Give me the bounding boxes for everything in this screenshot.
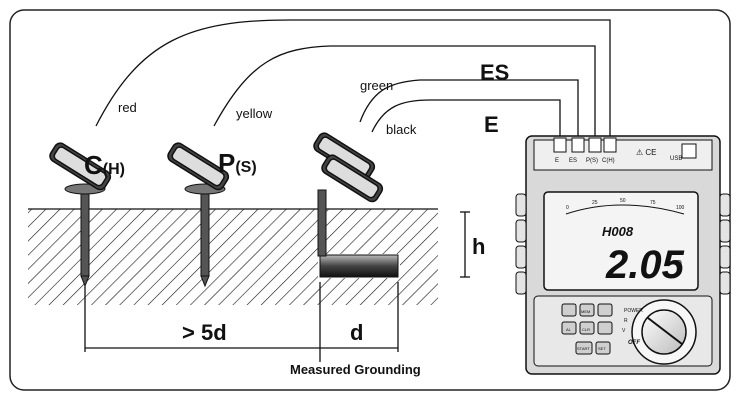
- clr-button-label: CLR: [582, 327, 590, 332]
- analog-scale-arc: [565, 204, 685, 215]
- jack-label-ch: C(H): [602, 158, 615, 164]
- dimension-d: d: [350, 320, 363, 345]
- wire-label-yellow: yellow: [236, 106, 273, 121]
- set-button[interactable]: [595, 341, 611, 355]
- probe-label-p: P(S): [218, 148, 257, 178]
- al-button-label: AL: [566, 327, 572, 332]
- warning-ce-mark: ⚠ CE: [636, 148, 657, 157]
- dimension-h: h: [472, 234, 485, 259]
- wire-label-red: red: [118, 100, 137, 115]
- set-button-label: SET: [598, 346, 606, 351]
- probe-label-c: C(H): [84, 150, 125, 180]
- alligator-clips: [49, 132, 384, 203]
- usb-label: USB: [670, 156, 682, 162]
- scale-tick-25: 25: [592, 200, 598, 206]
- jack-label-e: E: [555, 158, 559, 164]
- clr-button[interactable]: [579, 321, 595, 335]
- lcd-display: [543, 191, 699, 291]
- light-button[interactable]: [561, 303, 577, 317]
- earth-tester-meter: E ES P(S) C(H) ⚠ CE USB 0 25 50 75 100 H…: [515, 135, 731, 375]
- wire-label-green: green: [360, 78, 393, 93]
- display-mode: H008: [602, 224, 634, 239]
- dimension-lines: [84, 211, 470, 362]
- display-unit: Ω: [676, 259, 682, 268]
- test-leads: [95, 19, 611, 138]
- scale-tick-0: 0: [566, 205, 569, 211]
- scale-tick-50: 50: [620, 198, 626, 204]
- dial-position-power: POWER: [624, 308, 643, 314]
- dial-position-r: R: [624, 318, 628, 324]
- dial-position-off: OFF: [628, 340, 640, 346]
- terminal-label-es: ES: [480, 60, 509, 85]
- dial-pointer: [647, 317, 683, 345]
- scale-tick-75: 75: [650, 200, 656, 206]
- jack-label-ps: P(S): [586, 158, 598, 164]
- down-button[interactable]: [597, 321, 613, 335]
- up-button[interactable]: [597, 303, 613, 317]
- scale-tick-100: 100: [676, 205, 685, 211]
- jack-label-es: ES: [569, 158, 577, 164]
- al-button[interactable]: [561, 321, 577, 335]
- rotary-dial-knob[interactable]: [641, 309, 687, 355]
- start-button-label: START: [577, 346, 590, 351]
- caption-measured-grounding: Measured Grounding: [290, 362, 421, 377]
- dimension-spacing: > 5d: [182, 320, 227, 345]
- terminal-jacks: [553, 137, 617, 153]
- button-grid: [561, 303, 613, 355]
- mem-button-label: MEM: [581, 309, 590, 314]
- dial-position-v: V: [622, 328, 626, 334]
- terminal-label-e: E: [484, 112, 499, 137]
- grounding-electrode-slab: [319, 254, 399, 278]
- mem-button[interactable]: [579, 303, 595, 317]
- wire-label-black: black: [386, 122, 417, 137]
- display-reading: 2.05: [605, 243, 685, 287]
- usb-port[interactable]: [681, 143, 697, 159]
- start-button[interactable]: [575, 341, 593, 355]
